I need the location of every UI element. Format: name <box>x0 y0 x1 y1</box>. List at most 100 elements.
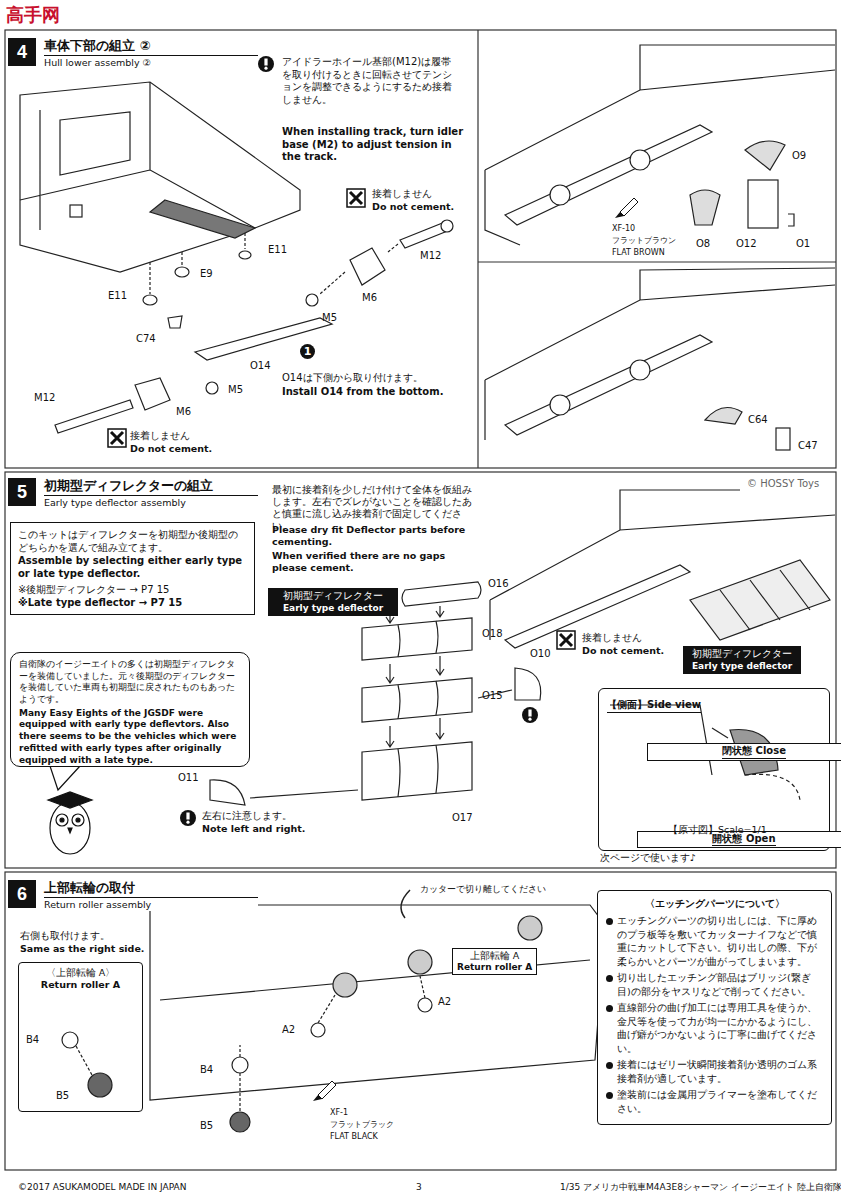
deflector-drawing <box>398 745 438 797</box>
deflector-drawing <box>250 790 358 798</box>
part-label: FLAT BROWN <box>612 248 665 258</box>
owl-mascot <box>50 802 90 854</box>
owl-mascot <box>68 828 72 833</box>
hull-lower-drawing <box>175 267 189 277</box>
step-frame <box>478 261 836 262</box>
return-roller-drawing <box>232 1057 248 1073</box>
part-label: B5 <box>200 1120 213 1133</box>
part-label: M12 <box>34 392 55 405</box>
part-label: O16 <box>488 578 509 591</box>
step-frame <box>5 30 836 468</box>
deflector-drawing <box>362 742 472 800</box>
part-label: O14は下側から取り付けます。 <box>282 372 423 385</box>
hull-lower-drawing <box>20 82 255 230</box>
hull-lower-drawing <box>239 251 251 259</box>
part-label: B5 <box>56 1090 69 1103</box>
node-text: このキットはディフレクターを初期型か後期型のどちらかを選んで組み立てます。 <box>18 528 247 554</box>
return-roller-drawing <box>518 916 542 940</box>
hull-lower-drawing <box>350 248 385 285</box>
hull-idler-drawing <box>485 45 835 450</box>
step-header: 5 初期型ディフレクターの組立Early type deflector assem… <box>8 478 258 509</box>
node-text: Hull lower assembly ② <box>44 56 258 69</box>
hull-lower-drawing <box>20 82 300 272</box>
part-label: E11 <box>108 290 127 303</box>
deflector-drawing <box>398 681 438 719</box>
part-label: E11 <box>268 244 287 257</box>
part-label: 接着しません <box>372 188 432 200</box>
part-label: M12 <box>420 250 441 263</box>
caution-icons <box>557 631 575 649</box>
bullet-item: 塗装前には金属用プライマーを塗布してください。 <box>606 1088 823 1115</box>
node-text: 直線部分の曲げ加工には専用工具を使うか、金尺等を使って力が均一にかかるようにし、… <box>617 1001 823 1055</box>
part-label: O11 <box>178 772 199 785</box>
node-text: Early type deflector <box>689 661 795 672</box>
part-group-tag: 初期型ディフレクターEarly type deflector <box>268 588 398 616</box>
bullet-dot <box>606 1005 613 1012</box>
part-label: XF-10 <box>612 224 635 234</box>
deflector-drawing <box>210 490 835 805</box>
part-label: A2 <box>438 996 451 1009</box>
bullet-item: エッチングパーツの切り出しには、下に厚めのプラ板等を敷いてカッターナイフなどで慎… <box>606 914 823 968</box>
owl-mascot <box>48 792 92 854</box>
node-text: Many Easy Eights of the JGSDF were equip… <box>19 708 241 766</box>
return-roller-drawing <box>239 1045 240 1112</box>
hull-lower-drawing <box>70 205 82 217</box>
hull-idler-drawing <box>705 408 742 425</box>
node-text: 接着にはゼリー状瞬間接着剤か透明のゴム系接着剤が適しています。 <box>617 1058 823 1085</box>
part-label: 1/35 アメリカ中戦車M4A3E8シャーマン イージーエイト 陸上自衛隊 <box>560 1182 841 1193</box>
caution-icons <box>347 189 365 207</box>
node-text: 5 <box>8 478 36 506</box>
owl-mascot <box>60 818 64 822</box>
part-label: B4 <box>200 1064 213 1077</box>
hull-lower-drawing <box>150 233 245 294</box>
part-label: 接着しません <box>130 430 190 442</box>
part-label: アイドラーホイール基部(M12)は履帯を取り付けるときに回転させてテンションを調… <box>282 56 460 106</box>
hull-lower-drawing <box>135 378 170 410</box>
caution-icons <box>522 707 538 723</box>
hull-idler-drawing <box>745 141 785 170</box>
node-text: ※後期型ディフレクター → P7 15 <box>18 583 247 596</box>
part-label: Do not cement. <box>130 443 212 455</box>
hull-idler-drawing <box>505 335 712 435</box>
owl-mascot <box>72 814 84 826</box>
node-text: 〈エッチングパーツについて〉 <box>606 897 823 910</box>
part-label: 左右に注意します。 <box>202 810 292 822</box>
node-text: Return roller assembly <box>44 898 258 911</box>
part-label: O12 <box>736 238 757 251</box>
return-roller-drawing <box>230 1112 250 1132</box>
node-text: Early type deflector <box>274 603 392 614</box>
hull-lower-drawing <box>143 295 157 305</box>
part-label: O14 <box>250 360 271 373</box>
node-text: 初期型ディフレクター <box>274 590 392 603</box>
node-text: 車体下部の組立 ② <box>44 38 258 56</box>
hull-idler-drawing <box>630 150 650 170</box>
bullet-item: 直線部分の曲げ加工には専用工具を使うか、金尺等を使って力が均一にかかるようにし、… <box>606 1001 823 1055</box>
hull-lower-drawing <box>306 294 318 306</box>
caution-icons <box>108 429 126 447</box>
node-text: 塗装前には金属用プライマーを塗布してください。 <box>617 1088 823 1115</box>
node-text: 閉状態 Close <box>722 745 786 759</box>
node-text: Return roller A <box>457 962 532 973</box>
part-label: XF-1 <box>330 1108 348 1118</box>
part-label: C64 <box>748 414 768 427</box>
node-text: 切り出したエッチング部品はブリッジ(繋ぎ目)の部分をヤスリなどで削ってください。 <box>617 971 823 998</box>
deflector-drawing <box>402 582 481 606</box>
deflector-drawing <box>505 565 690 648</box>
node-text: Early type deflector assembly <box>44 496 258 509</box>
part-label: When installing track, turn idler base (… <box>282 126 464 164</box>
deflector-drawing <box>362 678 472 722</box>
part-label: フラットブラウン <box>612 236 676 246</box>
part-label: Do not cement. <box>372 201 454 213</box>
hull-idler-drawing <box>550 185 570 205</box>
bullet-dot <box>606 918 613 925</box>
part-label: M6 <box>176 406 191 419</box>
part-label: O8 <box>696 238 710 251</box>
owl-mascot <box>56 814 68 826</box>
node-text: 6 <box>8 880 36 908</box>
node-text: 初期型ディフレクターの組立 <box>44 478 258 496</box>
hull-idler-drawing <box>748 180 778 228</box>
step-header: 4車体下部の組立 ②Hull lower assembly ② <box>8 38 258 69</box>
bubble-tail <box>50 766 80 790</box>
part-label: When verified there are no gaps please c… <box>272 550 477 574</box>
callout-number: 1 <box>300 344 315 359</box>
